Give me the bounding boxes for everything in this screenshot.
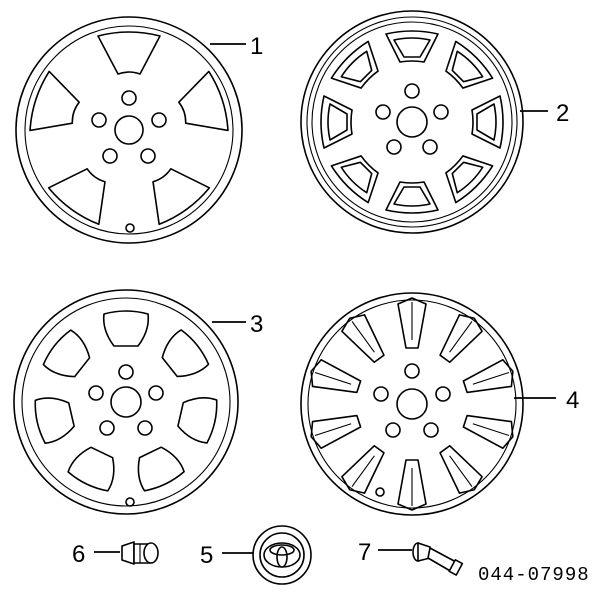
callout-4: 4	[566, 387, 579, 414]
document-code: 044-07998	[478, 564, 590, 586]
wheel-2	[300, 10, 524, 234]
wheel-3	[13, 289, 239, 515]
valve-stem	[412, 542, 464, 576]
wheel-1	[15, 16, 243, 244]
callout-6: 6	[72, 541, 85, 568]
leader-lines	[94, 43, 556, 554]
center-cap	[252, 525, 312, 585]
callout-1: 1	[250, 33, 263, 60]
lug-nut	[121, 541, 159, 565]
callout-7: 7	[358, 539, 371, 566]
wheel-4	[300, 292, 524, 516]
callout-3: 3	[250, 311, 263, 338]
callout-2: 2	[556, 100, 569, 127]
callout-5: 5	[200, 542, 213, 569]
